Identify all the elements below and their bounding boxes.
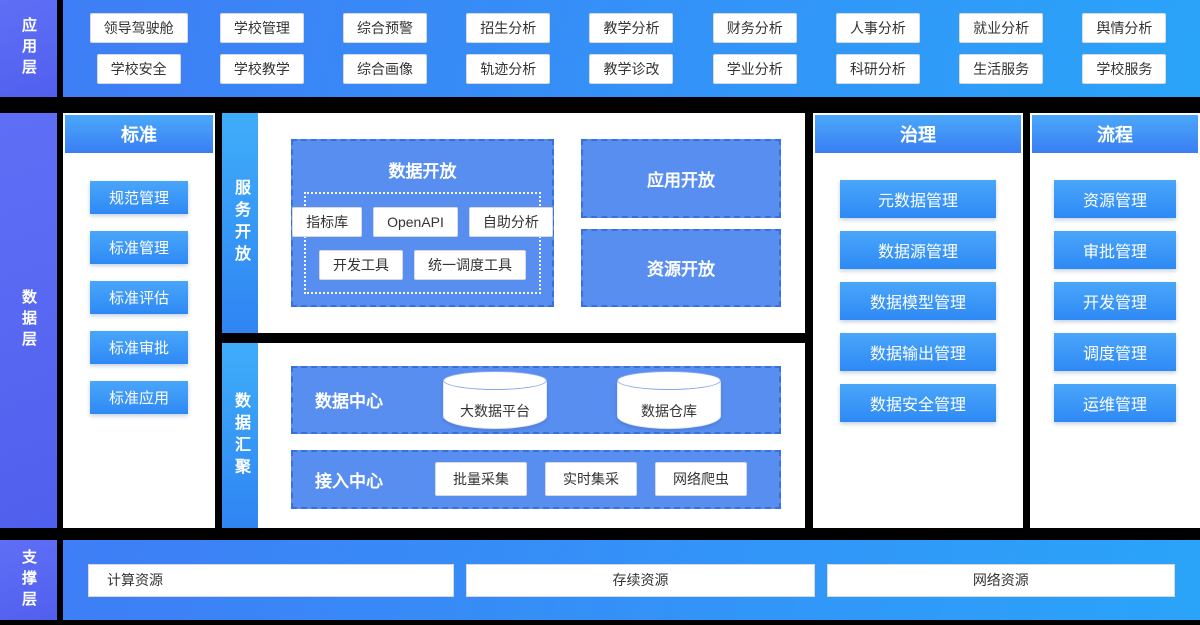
access-batch-collection[interactable]: 批量采集 [435,462,527,497]
app-open-box[interactable]: 应用开放 [581,139,781,218]
access-realtime-collection[interactable]: 实时集采 [545,462,637,497]
governance-dataoutput-management[interactable]: 数据输出管理 [840,333,996,371]
data-open-tools-row1: 指标库 OpenAPI 自助分析 [292,206,553,237]
app-module-life-services[interactable]: 生活服务 [959,54,1044,85]
governance-button-list: 元数据管理 数据源管理 数据模型管理 数据输出管理 数据安全管理 [815,153,1021,422]
governance-panel-title: 治理 [815,115,1021,153]
process-scheduling-management[interactable]: 调度管理 [1054,333,1176,371]
data-gather-panel-title: 数据汇聚 [222,343,258,528]
cylinder-top-icon [617,370,721,390]
app-module-teaching-analysis[interactable]: 教学分析 [589,12,674,43]
standard-item-standard-application[interactable]: 标准应用 [90,381,188,414]
data-open-tools-row2: 开发工具 统一调度工具 [319,249,526,280]
app-module-teaching-diagnosis[interactable]: 教学诊改 [589,54,674,85]
governance-metadata-management[interactable]: 元数据管理 [840,180,996,218]
tool-openapi[interactable]: OpenAPI [373,206,458,237]
data-gather-title-text: 数据汇聚 [232,391,249,480]
app-module-comprehensive-warning[interactable]: 综合预警 [343,12,428,43]
app-module-academic-analysis[interactable]: 学业分析 [712,54,797,85]
service-open-title-text: 服务开放 [232,179,249,267]
app-module-hr-analysis[interactable]: 人事分析 [835,12,920,43]
service-open-panel-title: 服务开放 [222,113,258,333]
service-open-panel: 服务开放 数据开放 指标库 OpenAPI 自助分析 开发工具 统一调度工具 [222,113,805,333]
data-open-box: 数据开放 指标库 OpenAPI 自助分析 开发工具 统一调度工具 [291,139,554,307]
support-network-resources[interactable]: 网络资源 [826,563,1175,597]
resource-open-box[interactable]: 资源开放 [581,228,781,307]
governance-panel: 治理 元数据管理 数据源管理 数据模型管理 数据输出管理 数据安全管理 [813,113,1023,528]
cylinder-top-icon [443,370,547,390]
service-open-content: 数据开放 指标库 OpenAPI 自助分析 开发工具 统一调度工具 应用开放 资… [258,113,805,333]
standard-item-standard-evaluation[interactable]: 标准评估 [90,281,188,314]
data-open-title: 数据开放 [388,162,457,181]
app-module-comprehensive-portrait[interactable]: 综合画像 [343,54,428,85]
standard-panel-title: 标准 [65,115,213,153]
app-module-school-management[interactable]: 学校管理 [219,12,304,43]
standard-panel: 标准 规范管理 标准管理 标准评估 标准审批 标准应用 [63,113,215,528]
data-center-label: 数据中心 [315,392,383,412]
process-development-management[interactable]: 开发管理 [1054,282,1176,320]
support-layer-band: 计算资源 存续资源 网络资源 [63,540,1200,620]
data-layer-label: 数据层 [0,113,57,528]
access-web-crawler[interactable]: 网络爬虫 [655,462,747,497]
process-panel: 流程 资源管理 审批管理 开发管理 调度管理 运维管理 [1030,113,1200,528]
tool-self-service-analysis[interactable]: 自助分析 [468,206,553,237]
tool-indicator-library[interactable]: 指标库 [292,206,363,237]
data-gather-content: 数据中心 大数据平台 数据仓库 接入中心 批量采集 实时集采 [258,343,805,528]
process-resource-management[interactable]: 资源管理 [1054,180,1176,218]
database-cylinder-icon: 大数据平台 [443,370,547,429]
database-cylinder-icon: 数据仓库 [617,370,721,429]
governance-datasecurity-management[interactable]: 数据安全管理 [840,384,996,422]
support-layer-label-text: 支撑层 [20,548,37,612]
process-operations-management[interactable]: 运维管理 [1054,384,1176,422]
standard-item-standard-approval[interactable]: 标准审批 [90,331,188,364]
support-layer-label: 支撑层 [0,540,57,620]
app-module-sentiment-analysis[interactable]: 舆情分析 [1082,12,1167,43]
governance-datamodel-management[interactable]: 数据模型管理 [840,282,996,320]
standard-item-standard-management[interactable]: 标准管理 [90,231,188,264]
app-module-school-teaching[interactable]: 学校教学 [219,54,304,85]
app-module-trajectory-analysis[interactable]: 轨迹分析 [466,54,551,85]
app-module-research-analysis[interactable]: 科研分析 [835,54,920,85]
app-module-enrollment-analysis[interactable]: 招生分析 [466,12,551,43]
process-approval-management[interactable]: 审批管理 [1054,231,1176,269]
process-panel-title: 流程 [1032,115,1198,153]
app-module-leadership-cockpit[interactable]: 领导驾驶舱 [89,12,188,43]
standard-button-list: 规范管理 标准管理 标准评估 标准审批 标准应用 [65,153,213,414]
access-center-row: 接入中心 批量采集 实时集采 网络爬虫 [291,449,781,509]
data-gather-panel: 数据汇聚 数据中心 大数据平台 数据仓库 接入中心 [222,343,805,528]
app-module-employment-analysis[interactable]: 就业分析 [959,12,1044,43]
app-module-school-safety[interactable]: 学校安全 [96,54,181,85]
app-module-school-services[interactable]: 学校服务 [1082,54,1167,85]
data-layer-label-text: 数据层 [20,289,37,352]
app-layer-band: 领导驾驶舱 学校管理 综合预警 招生分析 教学分析 财务分析 人事分析 就业分析… [63,0,1200,97]
app-layer-label-text: 应用层 [20,17,37,80]
data-center-stores: 大数据平台 数据仓库 [443,370,721,429]
open-column: 应用开放 资源开放 [581,139,781,307]
support-storage-resources[interactable]: 存续资源 [466,563,815,597]
data-open-tools-box: 指标库 OpenAPI 自助分析 开发工具 统一调度工具 [292,192,553,294]
tool-unified-scheduling[interactable]: 统一调度工具 [414,249,526,280]
access-center-items: 批量采集 实时集采 网络爬虫 [435,462,747,497]
tool-dev-tools[interactable]: 开发工具 [319,249,403,280]
access-center-label: 接入中心 [315,471,383,491]
app-module-finance-analysis[interactable]: 财务分析 [712,12,797,43]
data-center-row: 数据中心 大数据平台 数据仓库 [291,366,781,434]
app-layer-label: 应用层 [0,0,57,97]
support-computing-resources[interactable]: 计算资源 [88,563,455,597]
standard-item-spec-management[interactable]: 规范管理 [90,181,188,214]
governance-datasource-management[interactable]: 数据源管理 [840,231,996,269]
process-button-list: 资源管理 审批管理 开发管理 调度管理 运维管理 [1032,153,1198,422]
